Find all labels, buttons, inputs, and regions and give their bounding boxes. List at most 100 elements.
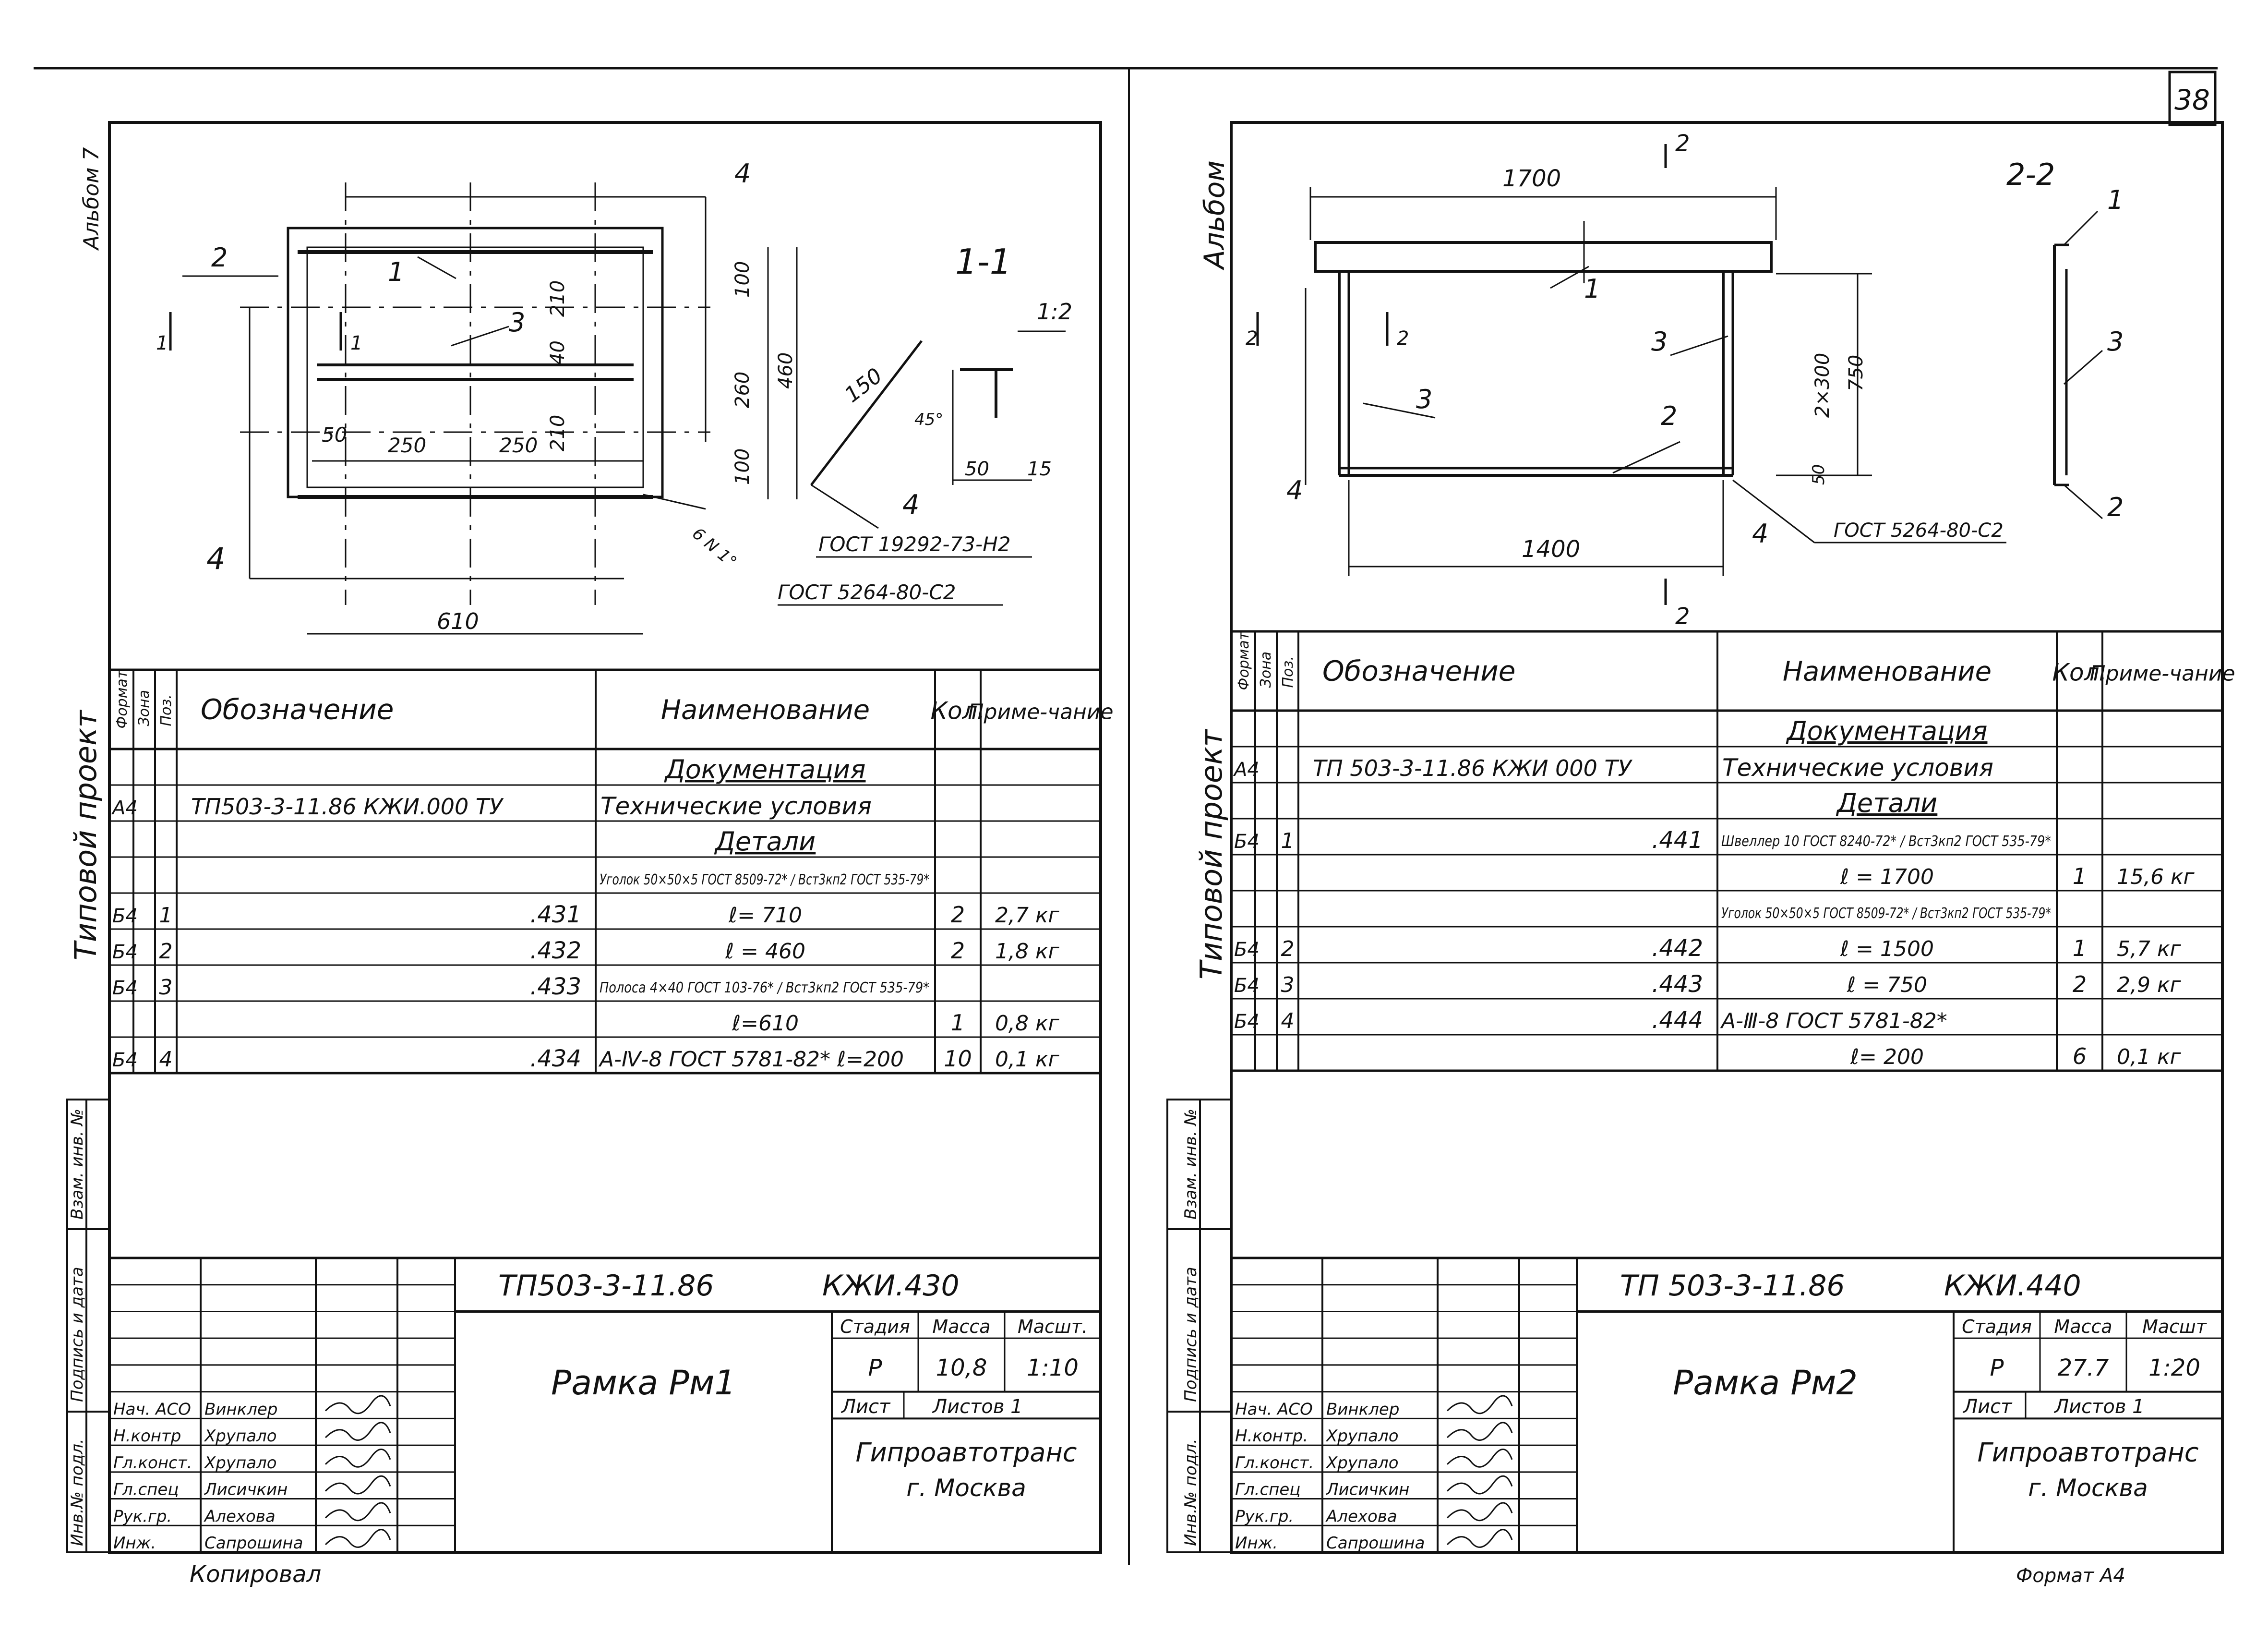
spec-cell-name: ℓ = 750	[1847, 973, 1927, 997]
spec-cell-designation: .432	[530, 937, 581, 964]
title-mass-label: Масса	[932, 1316, 990, 1337]
spec-cell-pos: 1	[159, 903, 173, 928]
spec-cell-name-compound: Полоса 4×40 ГОСТ 103-76* / Вст3кп2 ГОСТ …	[600, 979, 929, 996]
spec-cell-name-compound: Швеллер 10 ГОСТ 8240-72* / Вст3кп2 ГОСТ …	[1721, 833, 2051, 850]
spec-header-name: Наименование	[661, 695, 870, 726]
title-person-role: Н.контр.	[1235, 1426, 1308, 1446]
spec-header-format: Формат	[114, 669, 131, 728]
spec-cell-qty: 1	[2073, 935, 2087, 961]
signature-mark	[1446, 1449, 1513, 1468]
sheet-left: Альбом 7 Типовой проект Инв.№ подл. Подп…	[66, 68, 1130, 1588]
dim-50: 50	[322, 423, 347, 447]
spec-cell-note: 15,6 кг	[2117, 865, 2195, 889]
dim-15: 15	[1027, 458, 1052, 480]
title-person-role: Гл.конст.	[1235, 1453, 1314, 1473]
spec-cell-qty: 1	[2073, 863, 2087, 889]
side-album-left: Альбом 7	[79, 147, 104, 251]
gost-5264-left: ГОСТ 5264-80-С2	[778, 580, 956, 604]
spec-cell-name: Технические условия	[600, 792, 872, 820]
title-mass: 27.7	[2058, 1354, 2109, 1381]
side-stamp-right: Инв.№ подл. Подпись и дата Взам. инв. №	[1166, 1099, 1232, 1553]
spec-cell-designation: .443	[1652, 971, 1703, 998]
title-mass-label: Масса	[2054, 1316, 2112, 1337]
signature-mark	[1446, 1529, 1513, 1548]
title-person-name: Хрупало	[1325, 1453, 1399, 1473]
spec-cell-name: ℓ = 1500	[1840, 937, 1934, 961]
dim-label-4-detail: 4	[902, 489, 920, 520]
spec-header-note: Приме-чание	[2089, 662, 2235, 686]
title-stage-label: Стадия	[840, 1316, 910, 1337]
spec-header-qty: Кол.	[2052, 659, 2107, 687]
title-person-role: Рук.гр.	[113, 1507, 172, 1526]
dim-100-top: 100	[732, 261, 754, 298]
spec-cell-pos: 2	[159, 939, 173, 964]
spec-cell-note: 0,1 кг	[995, 1047, 1060, 1072]
title-city: г. Москва	[906, 1474, 1026, 1502]
stamp-inv-right: Инв.№ подл.	[1181, 1438, 1200, 1546]
section-cut-top: 2	[1675, 130, 1690, 157]
spec-header-pos: Поз.	[158, 694, 175, 726]
spec-header-note: Приме-чание	[968, 700, 1113, 725]
spec-cell-qty: 10	[944, 1046, 972, 1072]
spec-cell-section: Документация	[1786, 716, 1988, 746]
spec-header-zone: Зона	[136, 690, 153, 726]
spec-cell-qty: 2	[2073, 971, 2087, 997]
spec-cell-name: ℓ = 460	[725, 939, 805, 964]
title-person-name: Алехова	[204, 1507, 276, 1526]
spec-cell-note: 5,7 кг	[2117, 937, 2182, 961]
title-sheets-label: Листов 1	[2053, 1396, 2145, 1418]
side-stamp-left: Инв.№ подл. Подпись и дата Взам. инв. №	[66, 1099, 110, 1553]
section-cut-bottom: 2	[1675, 603, 1690, 630]
spec-cell-designation: .431	[530, 901, 581, 928]
section-mark-left-b: 1	[350, 332, 362, 354]
title-scale: 1:20	[2148, 1354, 2200, 1381]
dim-50-detail: 50	[965, 458, 989, 480]
stamp-replace-right: Взам. инв. №	[1181, 1109, 1200, 1220]
title-person-name: Хрупало	[1325, 1426, 1399, 1446]
title-org: Гипроавтотранс	[1977, 1438, 2198, 1468]
dim-100-bottom: 100	[732, 448, 754, 485]
spec-cell-designation: .442	[1652, 935, 1703, 962]
spec-cell-qty: 1	[951, 1010, 965, 1036]
spec-cell-name: A-Ⅲ-8 ГОСТ 5781-82*	[1720, 1009, 1947, 1033]
title-mass: 10,8	[936, 1354, 987, 1381]
stamp-inv-left: Инв.№ подл.	[68, 1438, 87, 1546]
title-sheet-label: Лист	[1962, 1396, 2013, 1418]
title-person-name: Лисичкин	[1325, 1480, 1409, 1499]
weld-note-left: 6 N 1°	[688, 524, 740, 572]
spec-cell-format: Б4	[1234, 939, 1260, 961]
signature-mark	[324, 1529, 391, 1548]
title-doc-number: ТП503-3-11.86	[498, 1269, 714, 1303]
section-mark-left-a: 1	[156, 332, 168, 354]
dim-1700: 1700	[1502, 165, 1561, 192]
stamp-replace-left: Взам. инв. №	[68, 1109, 87, 1220]
spec-cell-name: ℓ= 200	[1850, 1045, 1924, 1069]
section-title-left: 1-1	[955, 242, 1012, 282]
spec-cell-name: A-Ⅳ-8 ГОСТ 5781-82* ℓ=200	[598, 1047, 904, 1072]
drawing-labels-left: 1-1 4 4 2 1 3 210 40 210 100 260 100 460…	[156, 158, 1072, 634]
section-mark-right-b: 2	[1397, 327, 1409, 350]
spec-cell-qty: 2	[951, 902, 965, 928]
spec-cell-qty: 6	[2073, 1043, 2087, 1069]
stamp-sign-right: Подпись и дата	[1181, 1267, 1200, 1402]
spec-cell-note: 1,8 кг	[995, 939, 1060, 964]
pos-label-s1: 1	[2107, 185, 2124, 215]
title-stage-label: Стадия	[1962, 1316, 2032, 1337]
pos-label-3: 3	[509, 307, 525, 338]
stamp-sign-left: Подпись и дата	[68, 1267, 87, 1402]
title-person-role: Нач. АСО	[1235, 1400, 1313, 1419]
dim-45deg: 45°	[914, 410, 943, 429]
spec-cell-name: ℓ=610	[732, 1011, 799, 1036]
spec-cell-pos: 4	[1281, 1009, 1295, 1033]
signature-mark	[1446, 1395, 1513, 1414]
spec-cell-format: Б4	[1234, 1011, 1260, 1033]
section-mark-right-a: 2	[1246, 327, 1258, 350]
title-city: г. Москва	[2028, 1474, 2148, 1502]
copied-note: Копировал	[190, 1561, 321, 1588]
title-scale-label: Масшт	[2142, 1316, 2208, 1337]
dim-210-top: 210	[547, 280, 569, 317]
spec-cell-name-compound: Уголок 50×50×5 ГОСТ 8509-72* / Вст3кп2 Г…	[1721, 905, 2051, 922]
title-scale: 1:10	[1027, 1354, 1079, 1381]
